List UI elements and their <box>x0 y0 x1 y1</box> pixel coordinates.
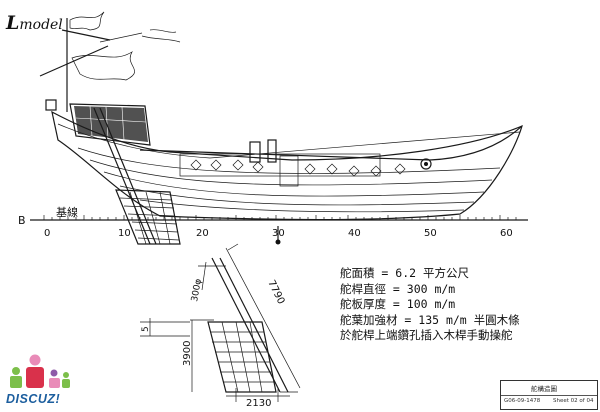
title-block-title-row: 舵構造圖 <box>501 381 597 396</box>
flag-icon <box>39 11 181 112</box>
scale-tick: 0 <box>44 228 50 239</box>
title-block: 舵構造圖 G06-09-1478 Sheet 02 of 04 <box>500 380 598 410</box>
rudder-detail: 300φ 7790 3900 5 2130 <box>140 243 301 409</box>
dim-blade-height: 3900 <box>182 341 193 366</box>
scale-tick: 20 <box>196 228 209 239</box>
baseline-label: 基線 <box>56 205 78 219</box>
baseline-axis: B 基線 <box>18 205 528 227</box>
rudder-side-view <box>93 107 181 245</box>
dim-height: 7790 <box>265 278 286 306</box>
rudder-specs: 舵面積 = 6.2 平方公尺 舵桿直徑 = 300 m/m 舵板厚度 = 100… <box>340 266 520 344</box>
dim-offset: 300φ <box>190 278 204 303</box>
spec-line: 舵面積 = 6.2 平方公尺 <box>340 266 469 280</box>
logo-letter: L <box>6 12 20 34</box>
spec-line: 舵桿直徑 = 300 m/m <box>340 281 456 296</box>
logo-text: model <box>19 17 63 33</box>
scale-tick: 40 <box>348 228 361 239</box>
title-block-title: 舵構造圖 <box>531 385 557 393</box>
logo: Lmodel <box>6 12 63 34</box>
scale-tick: 50 <box>424 228 437 239</box>
baseline-marker: B <box>18 214 26 227</box>
dim-width: 2130 <box>246 398 271 409</box>
anchor-icon <box>275 226 281 245</box>
spec-line: 於舵桿上端鑽孔插入木桿手動操舵 <box>340 328 513 342</box>
watermark-figures-icon <box>10 354 70 388</box>
watermark-text: DISCUZ! <box>6 392 61 406</box>
stern-lantern <box>45 99 57 111</box>
deck-post <box>249 141 261 163</box>
spec-line: 舵板厚度 = 100 m/m <box>340 297 456 311</box>
scale-tick: 60 <box>500 228 513 239</box>
title-block-left: G06-09-1478 <box>504 398 541 404</box>
deck-post <box>267 139 277 163</box>
title-block-right: Sheet 02 of 04 <box>553 398 594 404</box>
porthole-icon <box>420 158 432 170</box>
spec-line: 舵葉加強材 = 135 m/m 半圓木條 <box>340 312 520 327</box>
dim-top-gap: 5 <box>141 326 151 332</box>
scale-tick: 10 <box>118 228 131 239</box>
stern-sail <box>69 103 151 146</box>
ship-hull <box>51 110 523 221</box>
porthole-center <box>424 162 428 166</box>
deck-windows <box>190 159 406 177</box>
